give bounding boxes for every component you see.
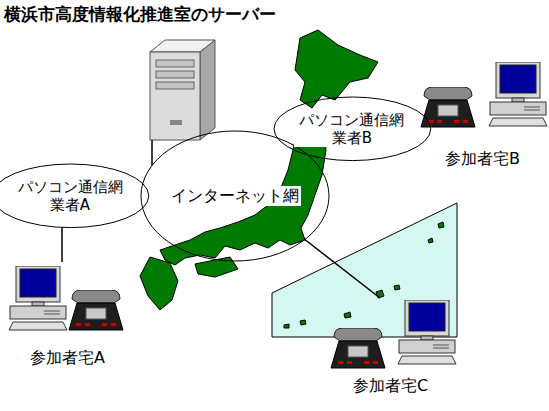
island [376,290,384,298]
server-tower [150,40,215,140]
participant-label: 参加者宅C [353,376,428,395]
server-side [200,40,215,140]
power-button [170,120,182,125]
network-line [305,239,380,298]
network-ellipse: インターネット網 [140,130,330,262]
network-label: パソコン通信網 業者A [12,178,128,214]
island [394,285,400,290]
server-front [150,52,200,140]
island [438,222,444,228]
island [428,238,433,243]
island [344,312,351,318]
server-title: 横浜市高度情報化推進室のサーバー [4,4,276,24]
drive-bay [156,82,194,89]
server-node: 横浜市高度情報化推進室のサーバー [4,4,314,140]
participant-node: 参加者宅B [420,58,545,168]
participant-label: 参加者宅A [30,348,105,367]
network-line [151,140,153,165]
kyushu [140,257,178,310]
drive-bay [156,60,194,67]
network-label: パソコン通信網 業者B [294,111,410,147]
computer-icon [9,266,67,330]
island [300,320,306,325]
ellipse-outline [274,97,431,161]
japan-map [140,30,444,328]
ellipse-outline [141,131,329,261]
participant-label: 参加者宅B [445,149,520,168]
network-label: インターネット網 [169,186,301,205]
telephone-icon [69,290,123,330]
telephone-icon [331,328,385,368]
computer-icon [398,300,456,364]
network-line [61,228,63,262]
network-ellipse: パソコン通信網 業者A [0,163,149,229]
island [284,324,289,328]
participant-node: 参加者宅C [328,298,453,395]
network-ellipse: パソコン通信網 業者B [273,96,432,162]
computer-icon [489,62,547,126]
hokkaido [295,30,378,108]
participant-node: 参加者宅A [5,262,130,367]
drive-bay [156,71,194,78]
telephone-icon [421,87,475,127]
ellipse-outline [0,164,148,228]
